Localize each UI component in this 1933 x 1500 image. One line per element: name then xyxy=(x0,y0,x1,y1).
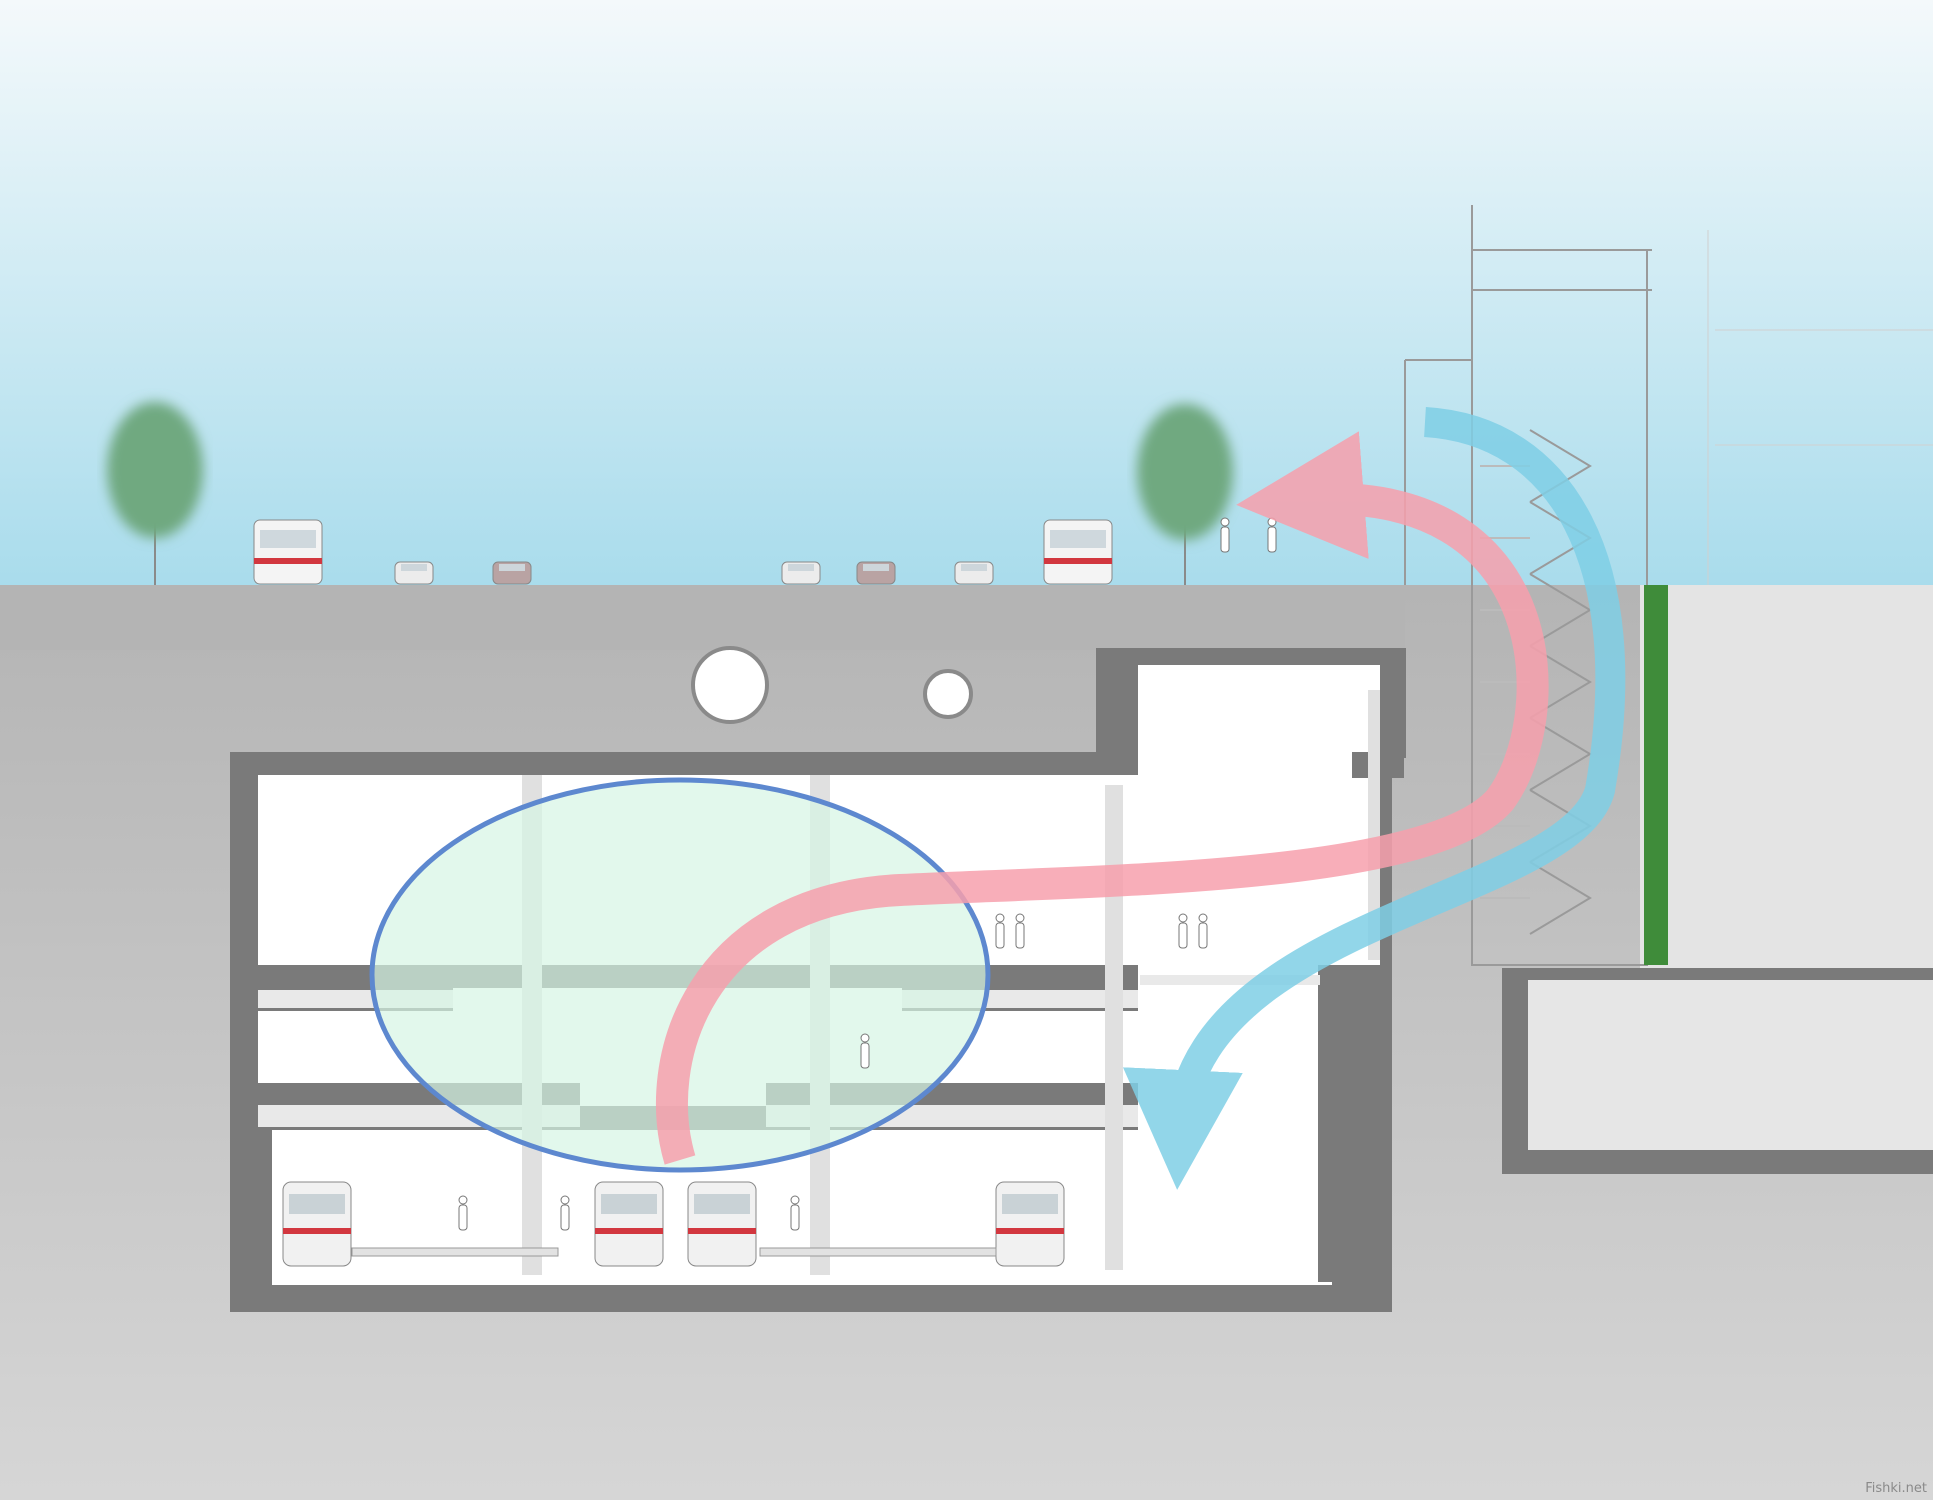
car-5 xyxy=(954,561,994,585)
people xyxy=(458,517,1277,1231)
cars xyxy=(394,561,994,585)
utility-pipe-small xyxy=(923,669,973,719)
person-3 xyxy=(1178,913,1188,949)
car-1 xyxy=(394,561,434,585)
car-2 xyxy=(492,561,532,585)
utility-pipe-large xyxy=(691,646,769,724)
platforms xyxy=(351,1247,997,1257)
cool-air-flow-arrow xyxy=(1123,407,1626,1190)
person-6 xyxy=(458,1195,468,1231)
person-2 xyxy=(1015,913,1025,949)
train-3 xyxy=(687,1181,757,1267)
warm-air-flow-arrow xyxy=(655,431,1549,1165)
car-4 xyxy=(856,561,896,585)
person-4 xyxy=(1198,913,1208,949)
atrium xyxy=(369,777,991,1173)
inner-column-right xyxy=(1318,1012,1360,1282)
upper-void xyxy=(1138,665,1380,965)
person-9 xyxy=(1220,517,1230,553)
sky xyxy=(0,0,1933,585)
trains xyxy=(282,1181,1065,1267)
bus-right xyxy=(1043,519,1113,585)
train-4 xyxy=(995,1181,1065,1267)
person-8 xyxy=(790,1195,800,1231)
street-slab xyxy=(0,585,1405,650)
green-wall xyxy=(1644,585,1668,965)
person-1 xyxy=(995,913,1005,949)
train-2 xyxy=(594,1181,664,1267)
adjacent-building-outline xyxy=(1707,230,1933,585)
bus-left xyxy=(253,519,323,585)
person-5 xyxy=(860,1033,870,1069)
adjacent-building xyxy=(1640,585,1933,970)
car-3 xyxy=(781,561,821,585)
train-1 xyxy=(282,1181,352,1267)
tree-left xyxy=(107,402,203,585)
person-10 xyxy=(1267,517,1277,553)
person-7 xyxy=(560,1195,570,1231)
watermark: Fishki.net xyxy=(1865,1481,1927,1496)
tree-right xyxy=(1137,404,1233,585)
